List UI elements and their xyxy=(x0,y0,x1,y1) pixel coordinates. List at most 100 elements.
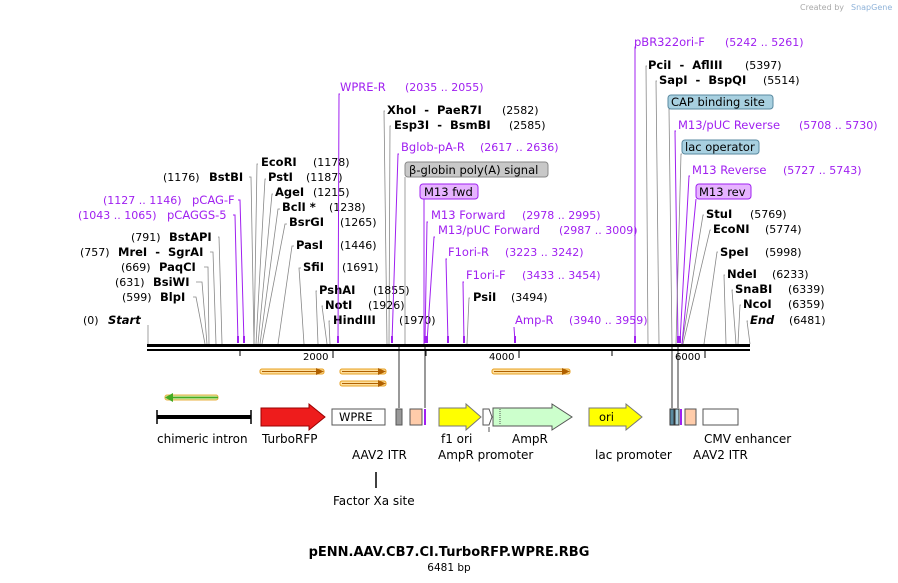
site-pos: (5514) xyxy=(763,74,800,87)
left-primer-ticks xyxy=(237,336,245,343)
site-ecori: EcoRI xyxy=(261,155,297,169)
site-pos: (2582) xyxy=(502,104,539,117)
right-site-leaders xyxy=(645,65,751,345)
site-pos: (1265) xyxy=(340,216,377,229)
lac-operator-label: lac operator xyxy=(685,140,755,154)
site-econi: EcoNI xyxy=(713,222,749,236)
plasmid-title: pENN.AAV.CB7.CI.TurboRFP.WPRE.RBG xyxy=(309,545,590,560)
beta-globin-box xyxy=(404,161,549,178)
beta-globin-label: β-globin poly(A) signal xyxy=(409,163,538,177)
primer-range: (2978 .. 2995) xyxy=(522,209,601,222)
primer-f1ori-r: F1ori-R xyxy=(448,245,489,259)
site-pos: (2585) xyxy=(509,119,546,132)
site-sapi-bspqi: SapI - BspQI xyxy=(659,73,746,87)
f1-ori-label: f1 ori xyxy=(441,432,472,446)
m13-rev-leader xyxy=(681,198,697,345)
aav2-itr-right-label: AAV2 ITR xyxy=(693,448,748,462)
site-pos: (1446) xyxy=(340,239,377,252)
right-sites: PciI - AflIII (5397) SapI - BspQI (5514)… xyxy=(648,58,826,327)
primer-m13-reverse: M13 Reverse xyxy=(692,163,766,177)
ampr-feature xyxy=(492,403,573,431)
features-track: chimeric intron TurboRFP WPRE AAV2 ITR F… xyxy=(156,347,791,508)
mid-sites: EcoRI (1178) PstI (1187) AgeI (1215) Bcl… xyxy=(261,103,548,327)
site-pos: (5774) xyxy=(765,223,802,236)
primer-m13-puc-reverse: M13/pUC Reverse xyxy=(678,118,780,132)
site-hindiii: HindIII xyxy=(333,313,376,327)
site-snabi: SnaBI xyxy=(735,282,772,296)
turborfp-feature xyxy=(260,402,326,432)
aav2-itr-right-feature xyxy=(684,408,697,426)
left-site-leaders xyxy=(147,176,255,345)
site-pcii-afliii: PciI - AflIII xyxy=(648,58,723,72)
plasmid-length: 6481 bp xyxy=(427,562,471,574)
f1-ori-feature xyxy=(438,402,482,432)
mid-primer-ticks xyxy=(337,336,516,343)
primer-range: (3433 .. 3454) xyxy=(522,269,601,282)
primer-pcaggs-5: pCAGGS-5 xyxy=(167,208,227,222)
site-pos: (1215) xyxy=(313,186,350,199)
site-stui: StuI xyxy=(706,207,732,221)
site-pos: (757) xyxy=(80,246,110,259)
site-pos: (599) xyxy=(122,291,152,304)
site-esp3i-bsmbi: Esp3I - BsmBI xyxy=(394,118,491,132)
site-pos: (1970) xyxy=(399,314,436,327)
site-blpi: BlpI xyxy=(160,290,185,304)
site-end: End xyxy=(750,313,775,327)
lac-promoter-feature xyxy=(669,408,675,426)
left-primer-leaders xyxy=(233,199,245,343)
left-sites: (0) Start (599) BlpI (631) BsiWI (669) P… xyxy=(80,170,243,327)
mid-site-leaders xyxy=(253,110,470,345)
backbone-bottom-strand xyxy=(147,349,750,351)
site-pos: (5397) xyxy=(745,59,782,72)
site-pos: (5769) xyxy=(750,208,787,221)
m13-rev-label: M13 rev xyxy=(699,185,746,199)
site-pos: (0) xyxy=(83,314,99,327)
site-pos: (1187) xyxy=(306,171,343,184)
site-agei: AgeI xyxy=(275,185,304,199)
site-psii: PsiI xyxy=(473,290,496,304)
site-sfii: SfiI xyxy=(303,260,324,274)
site-ndei: NdeI xyxy=(727,267,757,281)
ampr-label: AmpR xyxy=(512,432,548,446)
mid-primer-leaders xyxy=(337,93,516,343)
orf-reverse-head xyxy=(165,393,173,402)
primer-wpre-r: WPRE-R xyxy=(340,80,386,94)
factor-xa-label: Factor Xa site xyxy=(333,494,415,508)
site-noti: NotI xyxy=(325,298,352,312)
lac-promoter-label: lac promoter xyxy=(595,448,672,462)
site-spei: SpeI xyxy=(720,245,749,259)
primer-pbr322ori-f: pBR322ori-F xyxy=(634,35,705,49)
primer-range: (3940 .. 3959) xyxy=(569,314,648,327)
site-bstbi: BstBI xyxy=(209,170,243,184)
cmv-enhancer-feature xyxy=(702,408,739,426)
cap-site-box xyxy=(667,94,774,110)
orf-arrows xyxy=(164,368,571,402)
site-bcli: BclI * xyxy=(282,200,316,214)
site-pos: (791) xyxy=(131,231,161,244)
primer-range: (5708 .. 5730) xyxy=(799,119,878,132)
cmv-enhancer-label: CMV enhancer xyxy=(704,432,791,446)
site-pos: (3494) xyxy=(511,291,548,304)
site-pos: (1178) xyxy=(313,156,350,169)
site-pos: (6233) xyxy=(772,268,809,281)
site-pos: (1691) xyxy=(342,261,379,274)
ori-label: ori xyxy=(599,410,614,424)
site-pos: (669) xyxy=(121,261,151,274)
credit-text: Created by xyxy=(800,3,844,12)
tick-label-2000: 2000 xyxy=(303,352,328,363)
m13-rev-box xyxy=(695,183,752,200)
site-pshai: PshAI xyxy=(319,283,355,297)
site-pos: (5998) xyxy=(765,246,802,259)
primer-bglob-pa-r: Bglob-pA-R xyxy=(401,140,465,154)
site-bsiwi: BsiWI xyxy=(153,275,190,289)
wpre-label: WPRE xyxy=(339,410,373,424)
site-paqci: PaqCI xyxy=(159,260,196,274)
backbone-top-strand xyxy=(147,344,750,347)
site-pos: (1926) xyxy=(368,299,405,312)
ruler-ticks xyxy=(239,351,706,358)
ori-feature xyxy=(588,402,643,432)
site-pasi: PasI xyxy=(296,238,323,252)
site-start: Start xyxy=(108,313,141,327)
primer-m13-forward: M13 Forward xyxy=(431,208,505,222)
